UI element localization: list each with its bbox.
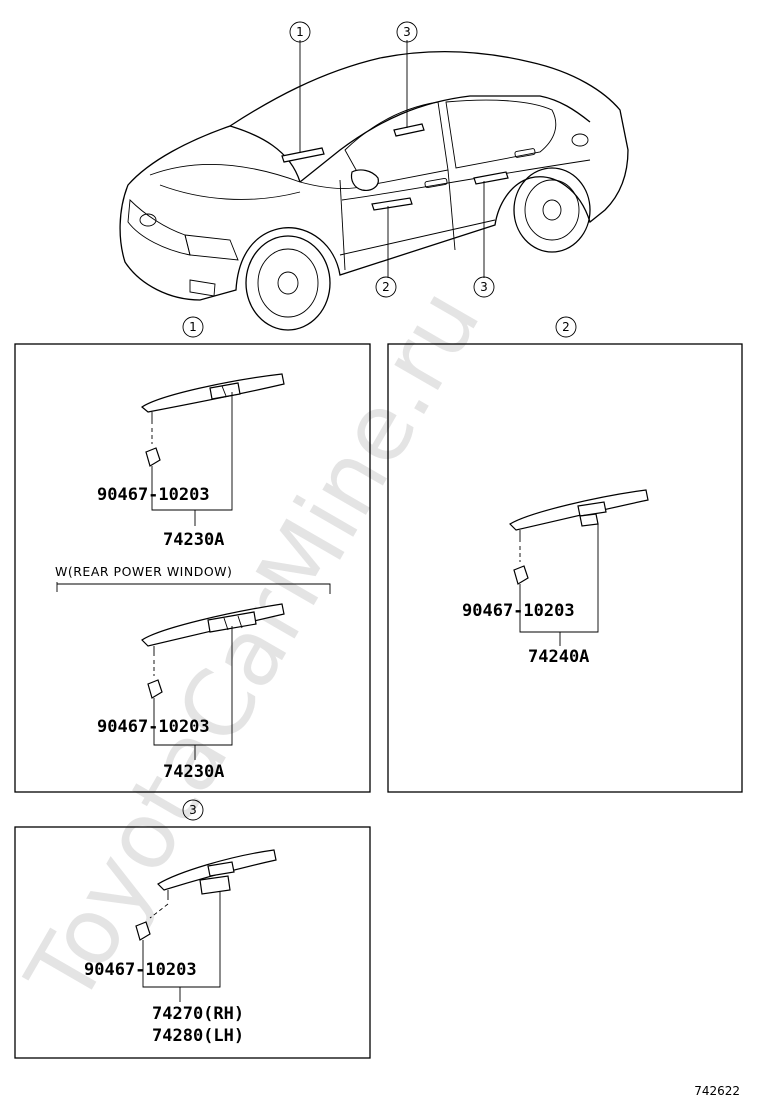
svg-text:1: 1 xyxy=(189,320,197,334)
svg-text:3: 3 xyxy=(403,25,411,39)
svg-text:2: 2 xyxy=(562,320,570,334)
panel-3-frame xyxy=(14,826,371,1059)
callout-panel-3: 3 xyxy=(182,799,204,821)
part-number-assembly-3-lh: 74280(LH) xyxy=(152,1026,244,1046)
panel-2-frame xyxy=(387,343,743,793)
callout-car-1: 1 xyxy=(289,21,311,43)
callout-panel-1: 1 xyxy=(182,316,204,338)
svg-text:3: 3 xyxy=(480,280,488,294)
part-number-clip-3: 90467-10203 xyxy=(84,960,197,980)
switch-panel-2 xyxy=(509,489,649,585)
option-label-rear-power-window: W(REAR POWER WINDOW) xyxy=(55,564,232,579)
part-number-assembly-1b: 74230A xyxy=(163,762,224,782)
part-number-clip-1a: 90467-10203 xyxy=(97,485,210,505)
panel-1-frame xyxy=(14,343,371,793)
part-number-clip-1b: 90467-10203 xyxy=(97,717,210,737)
part-number-assembly-1a: 74230A xyxy=(163,530,224,550)
callout-panel-2: 2 xyxy=(555,316,577,338)
svg-text:2: 2 xyxy=(382,280,390,294)
figure-id: 742622 xyxy=(694,1084,740,1098)
callout-car-3-bottom: 3 xyxy=(473,276,495,298)
switch-panel-1-lower xyxy=(141,603,285,699)
part-number-assembly-2: 74240A xyxy=(528,647,589,667)
switch-panel-3 xyxy=(135,849,277,941)
switch-panel-1-upper xyxy=(140,373,285,467)
callout-car-3-top: 3 xyxy=(396,21,418,43)
part-number-clip-2: 90467-10203 xyxy=(462,601,575,621)
svg-text:3: 3 xyxy=(189,803,197,817)
car-illustration xyxy=(119,40,629,331)
callout-car-2: 2 xyxy=(375,276,397,298)
part-number-assembly-3-rh: 74270(RH) xyxy=(152,1004,244,1024)
svg-text:1: 1 xyxy=(296,25,304,39)
